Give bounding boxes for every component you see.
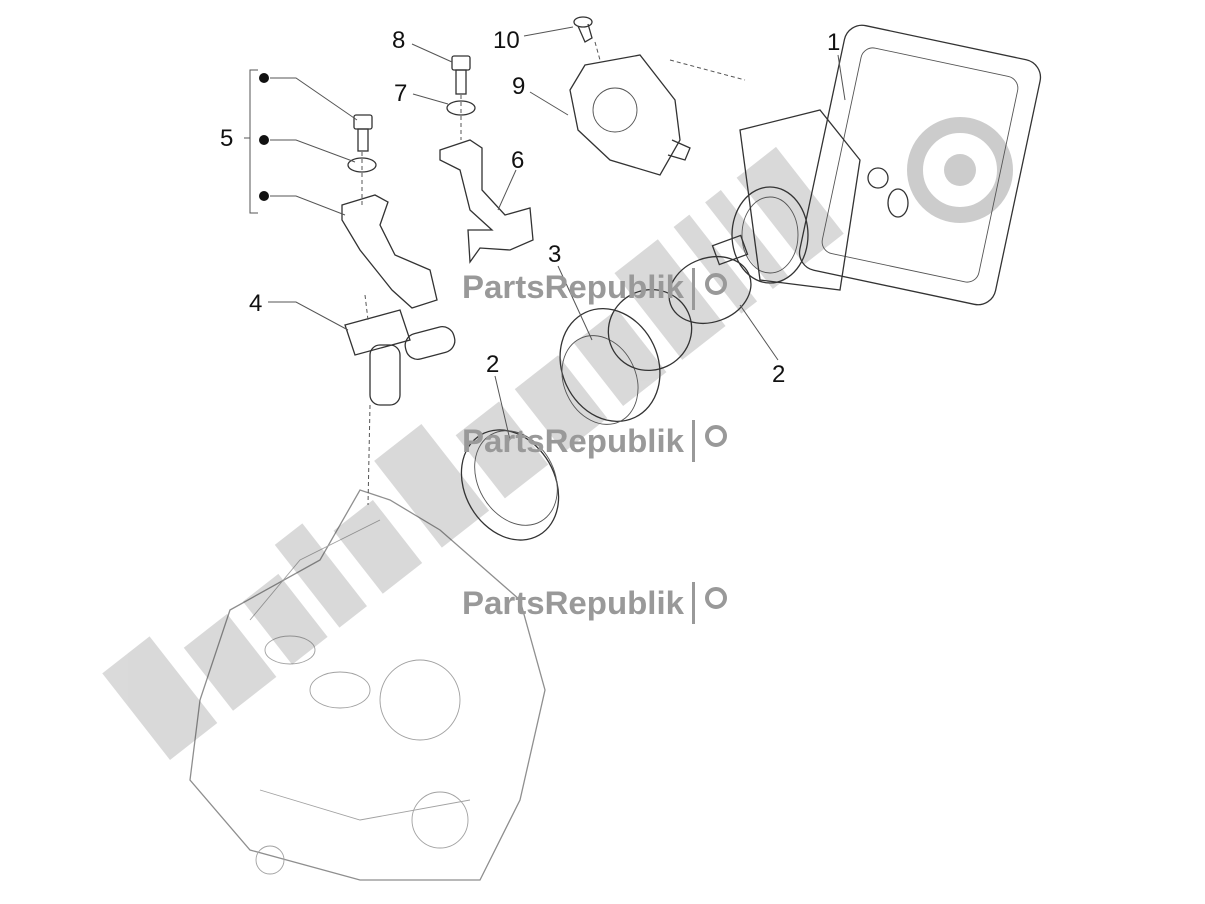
watermark-gear-icon xyxy=(907,117,1013,223)
callout-1: 1 xyxy=(827,29,840,56)
clamp-right[interactable] xyxy=(660,234,761,334)
bracket-5[interactable] xyxy=(341,194,438,309)
cylinder-head xyxy=(189,489,546,881)
screw[interactable] xyxy=(573,16,593,43)
cover[interactable] xyxy=(569,54,691,176)
watermark-gear-icon xyxy=(692,268,727,624)
callout-3: 3 xyxy=(548,241,561,268)
callout-5: 5 xyxy=(220,125,233,152)
big-watermark xyxy=(102,146,844,760)
callout-7: 7 xyxy=(394,80,407,107)
kit-bullet xyxy=(259,135,269,145)
watermark-text: PartsRepublik xyxy=(462,269,684,305)
intake-manifold[interactable] xyxy=(542,276,705,438)
watermark-text: PartsRepublik xyxy=(462,585,684,621)
washer-7[interactable] xyxy=(446,100,476,116)
throttle-body[interactable] xyxy=(731,22,1044,308)
kit-bullet xyxy=(259,191,269,201)
bolt-5[interactable] xyxy=(353,114,373,152)
callout-9: 9 xyxy=(512,73,525,100)
kit-bullet xyxy=(259,73,269,83)
callout-8: 8 xyxy=(392,27,405,54)
washer-5[interactable] xyxy=(347,157,377,173)
callout-6: 6 xyxy=(511,147,524,174)
bolt-8[interactable] xyxy=(451,55,471,95)
injector[interactable] xyxy=(344,309,458,406)
callout-2: 2 xyxy=(772,361,785,388)
clamp-left[interactable] xyxy=(442,412,578,557)
callout-2: 2 xyxy=(486,351,499,378)
bracket-6[interactable] xyxy=(439,139,534,264)
callout-10: 10 xyxy=(493,27,520,54)
callout-4: 4 xyxy=(249,290,262,317)
watermark-text: PartsRepublik xyxy=(462,423,684,459)
